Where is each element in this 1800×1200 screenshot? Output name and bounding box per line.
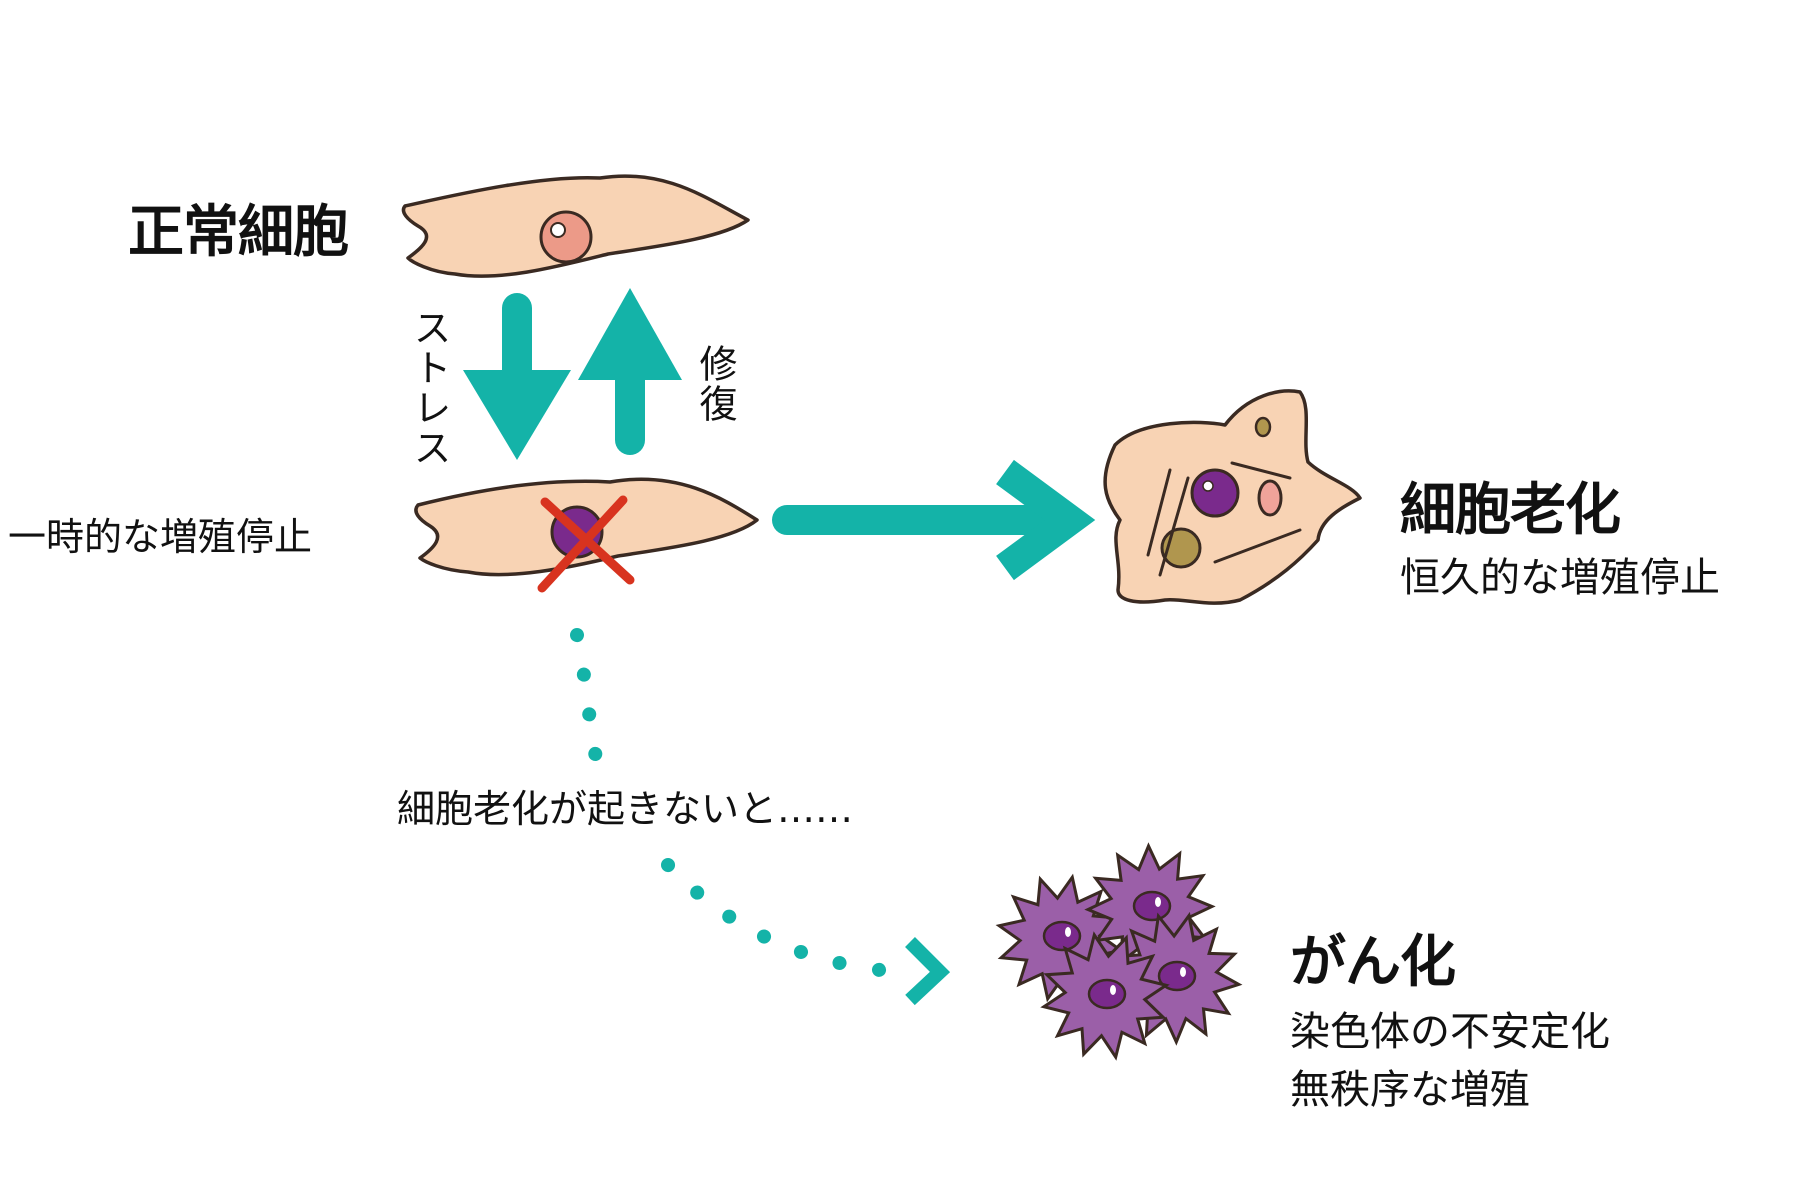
temporary-arrest-label: 一時的な増殖停止 <box>8 515 313 559</box>
cross-icon <box>537 495 635 593</box>
cancer-cell-spot-3 <box>1180 967 1186 977</box>
cancer-cell-spot-4 <box>1110 985 1116 995</box>
senescent-nucleus-spot <box>1202 480 1214 492</box>
senescence-title: 細胞老化 <box>1400 478 1621 543</box>
cancer-title: がん化 <box>1290 930 1456 995</box>
cancer-desc-2: 無秩序な増殖 <box>1290 1067 1530 1113</box>
cancer-cell-spot-1 <box>1065 927 1071 937</box>
cancer-desc-1: 染色体の不安定化 <box>1290 1009 1610 1055</box>
repair-label: 修復 <box>693 344 737 424</box>
arrested-cell <box>414 477 759 593</box>
cancer-cell-spot-2 <box>1155 897 1161 907</box>
normal-cell <box>401 174 750 278</box>
normal-cell-nucleus <box>539 210 593 264</box>
arrow-down-icon <box>463 293 571 460</box>
no-senescence-label: 細胞老化が起きないと…… <box>397 787 854 831</box>
dotted-curved-arrow-icon <box>570 628 951 1006</box>
cancer-cell-nucleus-3 <box>1157 960 1197 992</box>
senescent-cell <box>1103 389 1362 605</box>
normal-cell-nucleolus <box>550 222 566 238</box>
senescence-desc: 恒久的な増殖停止 <box>1400 555 1720 601</box>
stress-label: ストレス <box>407 308 451 468</box>
cancer-cell-nucleus-4 <box>1087 978 1127 1010</box>
senescent-nucleus <box>1190 468 1240 518</box>
senescent-vacuole-pink <box>1257 479 1283 517</box>
senescent-granule <box>1254 416 1272 438</box>
cancer-cell-nucleus-1 <box>1042 920 1082 952</box>
senescent-fibers <box>1146 461 1302 577</box>
cancer-cells <box>995 842 1243 1061</box>
cancer-cell-nucleus-2 <box>1132 890 1172 922</box>
arrow-right-icon <box>772 459 1096 581</box>
arrow-up-icon <box>578 288 682 455</box>
normal-cell-label: 正常細胞 <box>128 200 349 265</box>
